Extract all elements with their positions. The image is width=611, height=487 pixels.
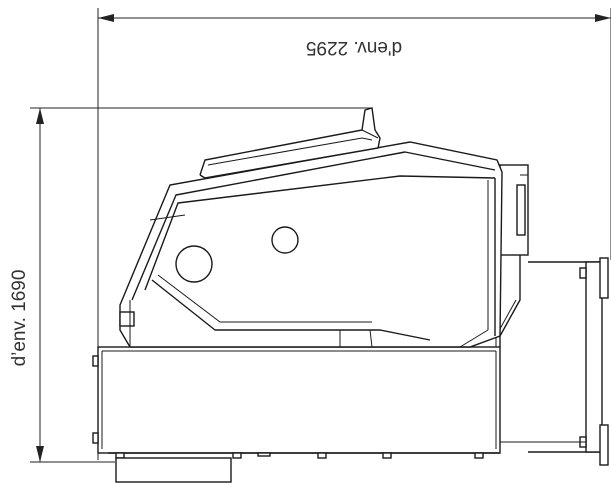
small-round-opening (271, 226, 299, 254)
width-arrow-right (595, 14, 611, 22)
base-cabinet (92, 346, 501, 459)
plinth (115, 457, 232, 483)
side-frame (500, 257, 609, 466)
height-arrow-bottom (36, 446, 44, 462)
height-dimension: d’env. 1690 (9, 107, 372, 463)
machine-side-view (92, 107, 609, 483)
top-rail (199, 107, 381, 179)
canopy (119, 141, 503, 348)
large-round-opening (175, 245, 213, 283)
height-label: d’env. 1690 (9, 270, 30, 367)
width-arrow-left (98, 14, 114, 22)
height-arrow-top (36, 108, 44, 124)
width-label: d'env. 2295 (306, 37, 402, 58)
